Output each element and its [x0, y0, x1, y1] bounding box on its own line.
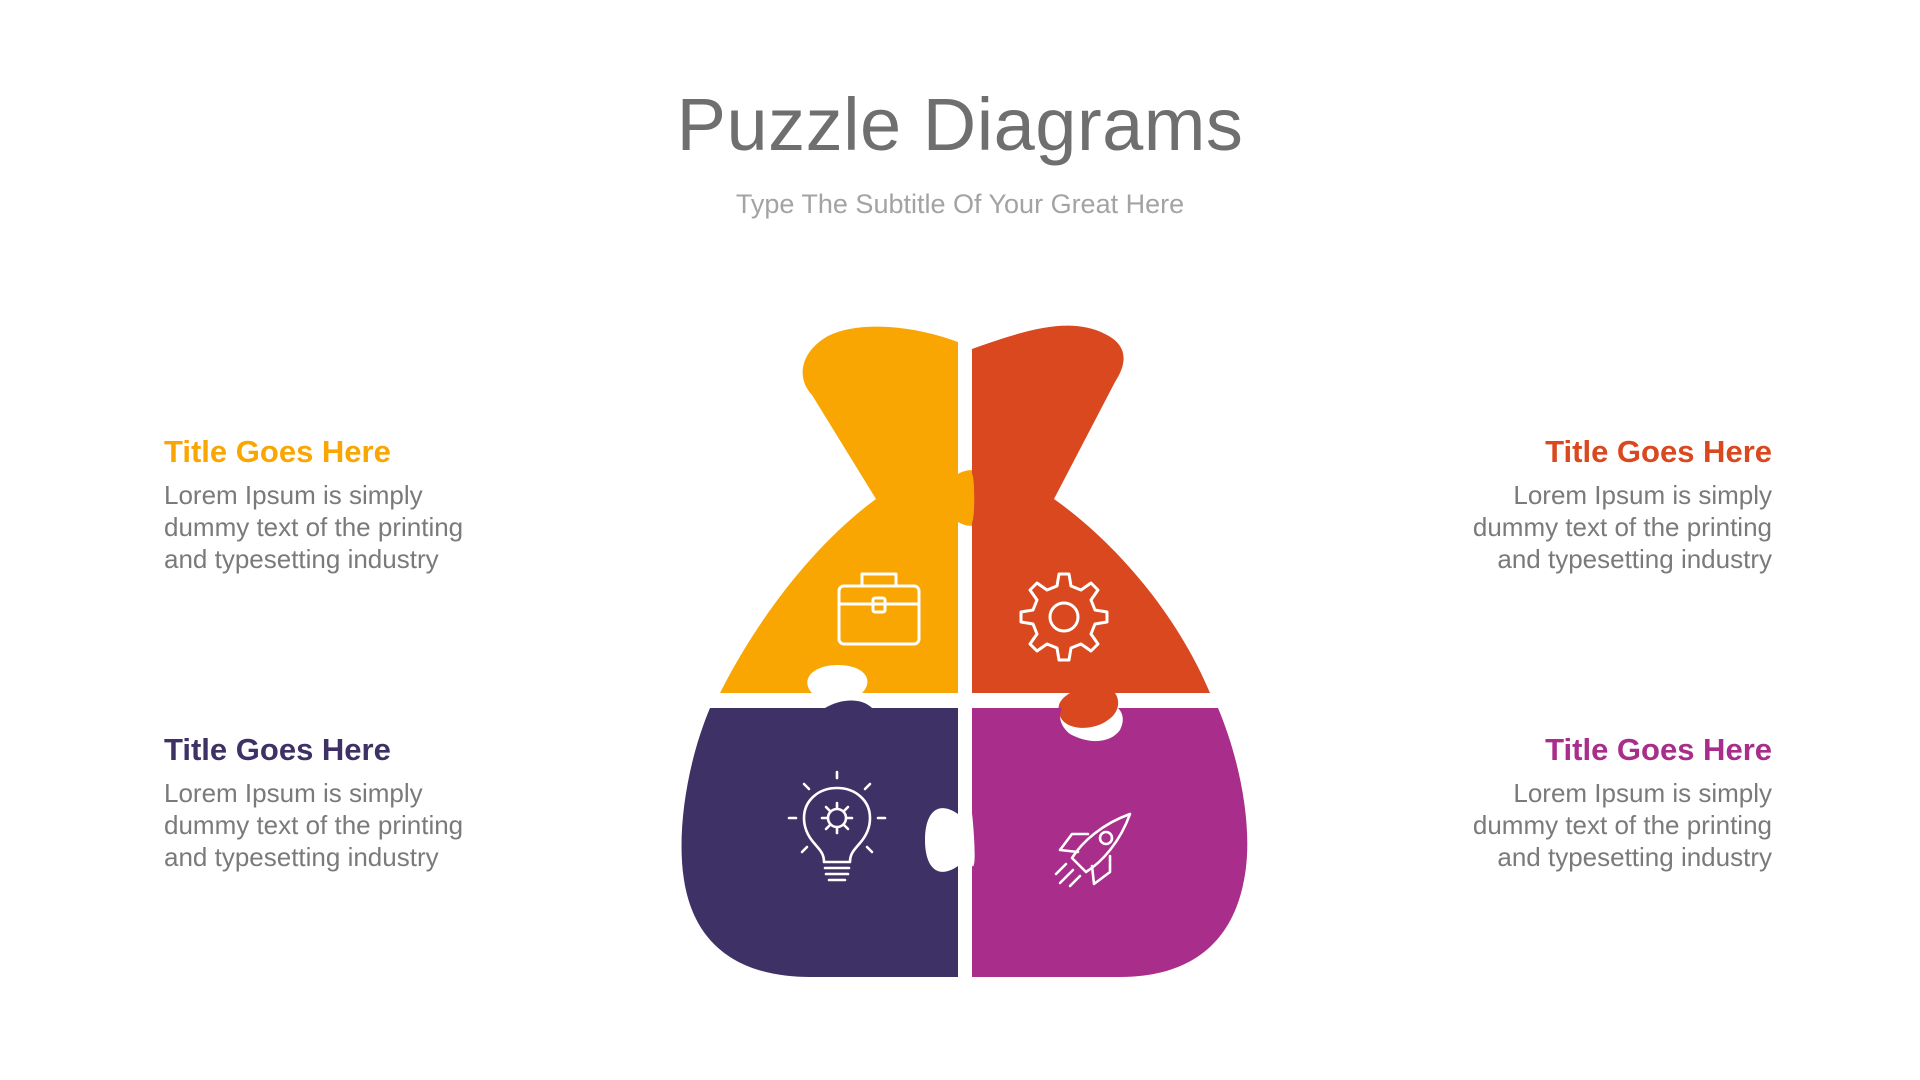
block-title-4: Title Goes Here	[1545, 732, 1772, 767]
puzzle-piece-3	[681, 700, 958, 977]
text-block-2: Title Goes Here Lorem Ipsum is simply du…	[1412, 433, 1772, 575]
gear-icon	[1019, 572, 1109, 662]
page-subtitle: Type The Subtitle Of Your Great Here	[735, 189, 1185, 219]
lightbulb-gear-icon	[787, 770, 887, 882]
block-text-1: Lorem Ipsum is simply dummy text of the …	[164, 480, 464, 574]
block-text-4: Lorem Ipsum is simply dummy text of the …	[1472, 778, 1772, 872]
text-block-4: Title Goes Here Lorem Ipsum is simply du…	[1412, 731, 1772, 873]
block-title-3: Title Goes Here	[164, 732, 391, 767]
block-title-1: Title Goes Here	[164, 434, 391, 469]
text-block-3: Title Goes Here Lorem Ipsum is simply du…	[164, 731, 524, 873]
text-block-1: Title Goes Here Lorem Ipsum is simply du…	[164, 433, 524, 575]
block-title-2: Title Goes Here	[1545, 434, 1772, 469]
rocket-icon	[1054, 812, 1132, 888]
block-text-2: Lorem Ipsum is simply dummy text of the …	[1472, 480, 1772, 574]
block-text-3: Lorem Ipsum is simply dummy text of the …	[164, 778, 464, 872]
puzzle-piece-1	[720, 326, 995, 693]
puzzle-piece-2	[972, 325, 1210, 728]
briefcase-icon	[837, 572, 921, 646]
page-title: Puzzle Diagrams	[676, 83, 1244, 166]
